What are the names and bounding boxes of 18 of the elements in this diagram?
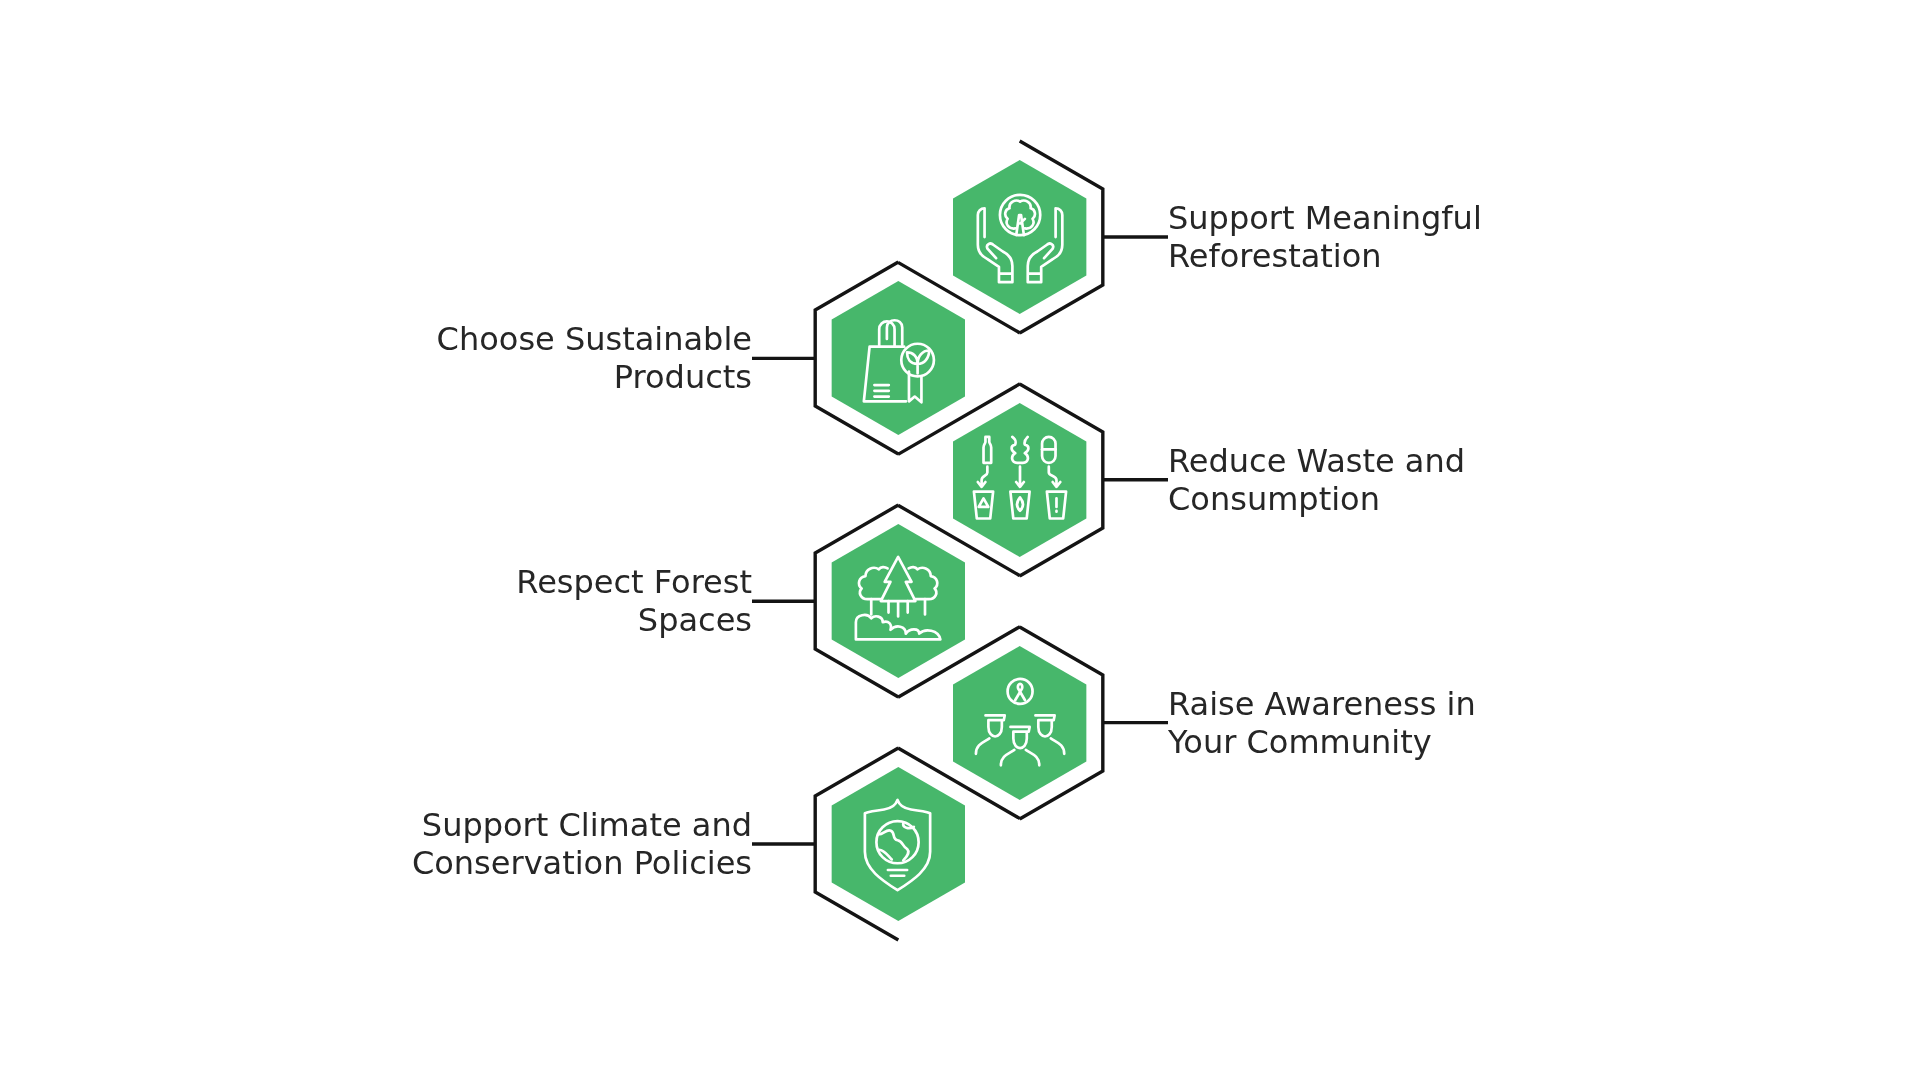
item-label: Choose Sustainable Products <box>434 320 752 397</box>
hexagon-tile <box>812 746 965 942</box>
hexagon-tile <box>953 381 1106 578</box>
hexagon-tile <box>812 260 965 457</box>
leader-line <box>1103 478 1168 482</box>
leader-line <box>1103 720 1168 725</box>
hexagon-tile <box>953 624 1106 821</box>
leader-line <box>752 356 815 361</box>
item-label: Reduce Waste and Consumption <box>1168 441 1468 518</box>
leader-line <box>1103 235 1168 239</box>
item-label: Support Climate and Conservation Policies <box>409 806 752 882</box>
hexagon-tile <box>953 139 1106 335</box>
item-label: Raise Awareness in Your Community <box>1168 684 1478 761</box>
leader-line <box>752 842 815 846</box>
item-label: Respect Forest Spaces <box>514 563 752 640</box>
hexagon-tile <box>812 503 965 700</box>
leader-line <box>752 599 815 603</box>
item-label: Support Meaningful Reforestation <box>1168 199 1484 275</box>
